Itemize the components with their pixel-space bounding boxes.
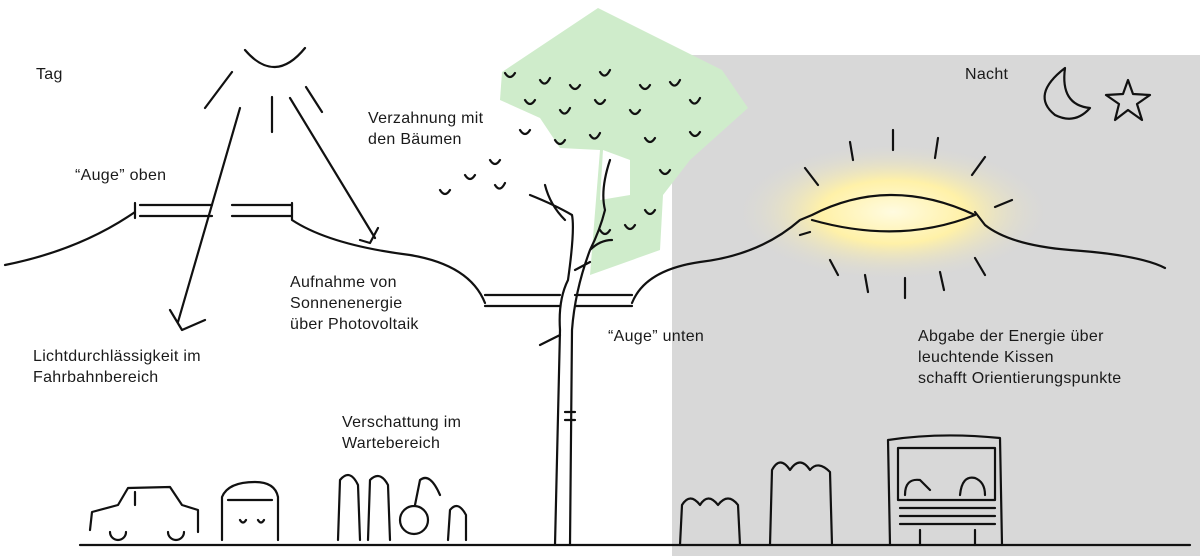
- label-solar: Aufnahme von Sonnenenergie über Photovol…: [290, 274, 419, 333]
- bus-icon: [886, 434, 1004, 547]
- people-night: [678, 461, 834, 547]
- tree-foliage: [500, 8, 748, 275]
- tree: [528, 158, 614, 547]
- label-eye-bottom: “Auge” unten: [608, 328, 705, 345]
- sun-icon: [243, 46, 307, 69]
- label-trees: Verzahnung mit den Bäumen: [368, 110, 484, 148]
- star-icon: [1104, 78, 1152, 122]
- label-shade: Verschattung im Wartebereich: [342, 414, 462, 452]
- people-waiting: [336, 473, 468, 542]
- label-night: Nacht: [965, 66, 1009, 83]
- roof-line: [3, 193, 1167, 308]
- leaves: [438, 68, 702, 236]
- car-icon: [88, 485, 200, 542]
- label-day: Tag: [36, 66, 63, 83]
- glow: [733, 142, 1053, 282]
- label-release: Abgabe der Energie über leuchtende Kisse…: [918, 328, 1122, 387]
- moon-icon: [1043, 66, 1092, 120]
- label-eye-top: “Auge” oben: [75, 167, 167, 184]
- glow-rays: [798, 128, 1014, 300]
- night-background: [672, 55, 1200, 556]
- van-icon: [220, 480, 280, 542]
- label-translucency: Lichtdurchlässigkeit im Fahrbahnbereich: [33, 348, 201, 386]
